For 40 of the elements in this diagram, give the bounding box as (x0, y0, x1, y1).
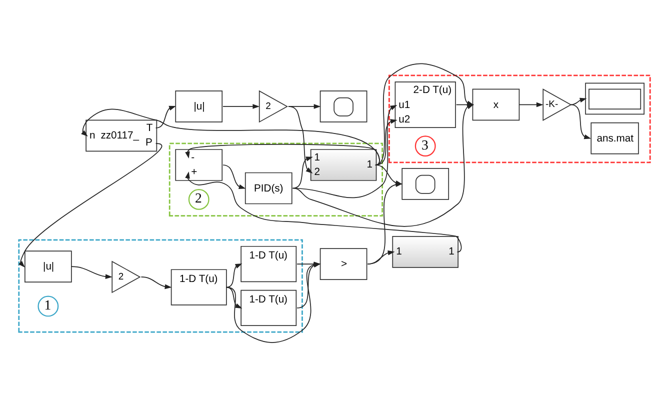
arrow (155, 105, 176, 128)
arrow (570, 104, 592, 139)
node-box: 1-D T(u) (170, 268, 227, 305)
node-box (402, 168, 450, 200)
arrow (292, 104, 398, 198)
node-box: ans.mat (590, 122, 639, 154)
arrow (81, 108, 380, 165)
arrow (140, 276, 172, 289)
arrow (18, 142, 162, 268)
node-box: 2-D T(u) u1 u2 (394, 80, 456, 128)
node-box: x (472, 88, 520, 120)
node-box: |u| (175, 90, 223, 122)
node-circle: 3 (414, 135, 436, 156)
node-box (585, 82, 644, 114)
node-box: > (320, 248, 368, 280)
arrow (226, 263, 242, 288)
node-box: |u| (24, 250, 72, 282)
arrow (518, 102, 544, 107)
arrow (374, 118, 398, 165)
node-box: 1 1 2 (310, 148, 377, 180)
node-box (320, 90, 368, 122)
arrow (222, 164, 246, 188)
arrow (185, 170, 462, 252)
arrow (367, 182, 403, 264)
node-box: 1 1 (392, 236, 458, 268)
node-box: 1-D T(u) (240, 289, 297, 326)
arrow (367, 250, 395, 264)
arrow (456, 102, 474, 107)
arrow (226, 286, 242, 308)
node-circle: 1 (38, 295, 59, 316)
arrow (292, 156, 313, 188)
arrow (185, 143, 380, 165)
node-box: PID(s) (244, 172, 292, 204)
node-circle: 2 (188, 188, 210, 210)
arrow (71, 266, 112, 278)
arrow (288, 104, 321, 108)
arrow (570, 97, 587, 105)
arrow (288, 106, 313, 174)
arrow (222, 104, 260, 108)
node-box: 1-D T(u) (240, 245, 297, 282)
